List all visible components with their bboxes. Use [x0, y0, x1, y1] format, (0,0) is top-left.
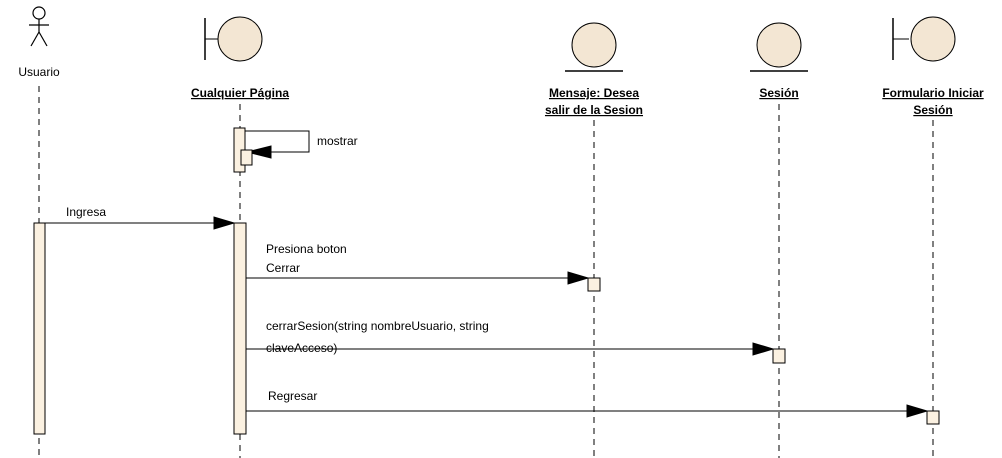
message-cerrar-sesion-label-line2: claveAcceso)	[266, 341, 337, 355]
boundary-formulario-label-line1: Formulario Iniciar	[882, 86, 984, 100]
entity-mensaje[interactable]: Mensaje: Desea salir de la Sesion	[545, 22, 643, 117]
message-presiona-label-line1: Presiona boton	[266, 242, 347, 256]
activation-usuario	[33, 222, 46, 435]
message-regresar[interactable]: Regresar	[246, 389, 929, 418]
message-presiona-label-line2: Cerrar	[266, 261, 300, 275]
boundary-icon	[204, 16, 263, 62]
actor-icon	[29, 6, 49, 47]
entity-icon	[565, 22, 623, 72]
boundary-formulario-label-line2: Sesión	[913, 103, 952, 117]
entity-sesion-label: Sesión	[759, 86, 798, 100]
message-presiona-boton-cerrar[interactable]: Presiona boton Cerrar	[246, 242, 590, 285]
activation-mensaje	[587, 277, 601, 292]
message-mostrar-label: mostrar	[317, 134, 358, 148]
message-ingresa-label: Ingresa	[66, 205, 106, 219]
boundary-icon	[892, 16, 956, 62]
activation-sesion	[772, 348, 786, 364]
boundary-cualquier-pagina[interactable]: Cualquier Página	[191, 16, 289, 100]
actor-usuario-label: Usuario	[18, 65, 60, 79]
boundary-formulario[interactable]: Formulario Iniciar Sesión	[882, 16, 984, 117]
message-ingresa[interactable]: Ingresa	[45, 205, 236, 230]
activation-formulario	[926, 410, 940, 425]
boundary-cualquier-pagina-label: Cualquier Página	[191, 86, 289, 100]
entity-sesion[interactable]: Sesión	[750, 22, 808, 100]
message-cerrar-sesion-label-line1: cerrarSesion(string nombreUsuario, strin…	[266, 319, 489, 333]
actor-usuario[interactable]: Usuario	[18, 6, 60, 79]
message-cerrar-sesion[interactable]: cerrarSesion(string nombreUsuario, strin…	[246, 319, 775, 356]
entity-mensaje-label-line2: salir de la Sesion	[545, 103, 643, 117]
message-mostrar[interactable]: mostrar	[245, 130, 358, 159]
activation-cualquier-pagina	[233, 222, 247, 435]
activation-cualquier-pagina-nested	[240, 149, 253, 166]
entity-mensaje-label-line1: Mensaje: Desea	[549, 86, 639, 100]
entity-icon	[750, 22, 808, 72]
message-regresar-label: Regresar	[268, 389, 317, 403]
